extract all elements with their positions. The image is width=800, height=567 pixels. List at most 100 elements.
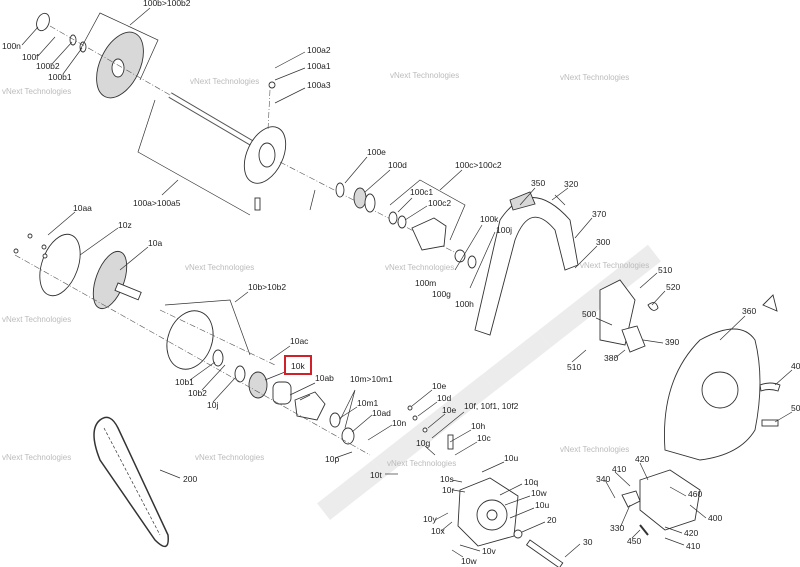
label-380[interactable]: 380 [604, 353, 618, 363]
svg-text:vNext Technologies: vNext Technologies [580, 261, 649, 270]
label-350[interactable]: 350 [531, 178, 545, 188]
label-10n[interactable]: 10n [392, 418, 406, 428]
label-100a[interactable]: 100a>100a5 [133, 198, 181, 208]
label-100n[interactable]: 100n [2, 41, 21, 51]
sheave-10b [166, 310, 214, 370]
label-50[interactable]: 50 [791, 403, 800, 413]
label-10w-2[interactable]: 10w [461, 556, 477, 566]
svg-text:vNext Technologies: vNext Technologies [387, 459, 456, 468]
label-100a3[interactable]: 100a3 [307, 80, 331, 90]
label-10s[interactable]: 10s [440, 474, 454, 484]
label-100b2[interactable]: 100b2 [36, 61, 60, 71]
label-400[interactable]: 400 [708, 513, 722, 523]
driven-pulley-assembly [36, 12, 461, 256]
label-100a1[interactable]: 100a1 [307, 61, 331, 71]
label-10e[interactable]: 10e [432, 381, 446, 391]
label-100h[interactable]: 100h [455, 299, 474, 309]
label-300[interactable]: 300 [596, 237, 610, 247]
bearing-100n [36, 12, 50, 32]
label-20[interactable]: 20 [547, 515, 557, 525]
svg-text:vNext Technologies: vNext Technologies [560, 73, 629, 82]
label-10e-2[interactable]: 10e [442, 405, 456, 415]
label-320[interactable]: 320 [564, 179, 578, 189]
guard-400 [621, 469, 701, 536]
label-370[interactable]: 370 [592, 209, 606, 219]
bolt-30 [525, 539, 564, 567]
svg-text:vNext Technologies: vNext Technologies [195, 453, 264, 462]
label-10f[interactable]: 10f, 10f1, 10f2 [464, 401, 519, 411]
label-100b[interactable]: 100b>100b2 [143, 0, 191, 8]
label-100f[interactable]: 100f [22, 52, 39, 62]
label-410-2[interactable]: 410 [686, 541, 700, 551]
label-10j[interactable]: 10j [207, 400, 218, 410]
label-100c1[interactable]: 100c1 [410, 187, 433, 197]
label-520[interactable]: 520 [666, 282, 680, 292]
label-390[interactable]: 390 [665, 337, 679, 347]
label-450[interactable]: 450 [627, 536, 641, 546]
spring-10k [248, 371, 268, 399]
label-100b1[interactable]: 100b1 [48, 72, 72, 82]
label-10u[interactable]: 10u [504, 453, 518, 463]
label-100g[interactable]: 100g [432, 289, 451, 299]
label-100k[interactable]: 100k [480, 214, 499, 224]
label-10x[interactable]: 10x [431, 526, 445, 536]
label-10k[interactable]: 10k [291, 361, 305, 371]
label-10d[interactable]: 10d [437, 393, 451, 403]
label-510-2[interactable]: 510 [567, 362, 581, 372]
label-10b[interactable]: 10b>10b2 [248, 282, 286, 292]
watermarks: vNext Technologies vNext Technologies vN… [2, 71, 649, 468]
label-100d[interactable]: 100d [388, 160, 407, 170]
label-10u-2[interactable]: 10u [535, 500, 549, 510]
label-10y[interactable]: 10y [423, 514, 437, 524]
label-10p[interactable]: 10p [325, 454, 339, 464]
label-340[interactable]: 340 [596, 474, 610, 484]
label-420[interactable]: 420 [635, 454, 649, 464]
label-10b2[interactable]: 10b2 [188, 388, 207, 398]
label-10m1[interactable]: 10m1 [357, 398, 379, 408]
label-10v[interactable]: 10v [482, 546, 496, 556]
label-10m[interactable]: 10m>10m1 [350, 374, 393, 384]
label-10g[interactable]: 10g [416, 438, 430, 448]
label-10q[interactable]: 10q [524, 477, 538, 487]
label-30[interactable]: 30 [583, 537, 593, 547]
label-200[interactable]: 200 [183, 474, 197, 484]
label-10ab[interactable]: 10ab [315, 373, 334, 383]
cam-100c [411, 217, 447, 251]
label-100j[interactable]: 100j [496, 225, 512, 235]
svg-text:vNext Technologies: vNext Technologies [385, 263, 454, 272]
highlight-box-10k [284, 355, 312, 375]
label-460[interactable]: 460 [688, 489, 702, 499]
brake-assembly [407, 405, 564, 567]
label-10r[interactable]: 10r [442, 485, 454, 495]
label-10z[interactable]: 10z [118, 220, 132, 230]
label-10c[interactable]: 10c [477, 433, 491, 443]
label-10t[interactable]: 10t [370, 470, 382, 480]
label-360[interactable]: 360 [742, 306, 756, 316]
label-100c[interactable]: 100c>100c2 [455, 160, 502, 170]
label-10b1[interactable]: 10b1 [175, 377, 194, 387]
label-500[interactable]: 500 [582, 309, 596, 319]
label-100c2[interactable]: 100c2 [428, 198, 451, 208]
label-10w[interactable]: 10w [531, 488, 547, 498]
label-510[interactable]: 510 [658, 265, 672, 275]
svg-text:vNext Technologies: vNext Technologies [560, 445, 629, 454]
label-10ac[interactable]: 10ac [290, 336, 309, 346]
svg-text:vNext Technologies: vNext Technologies [190, 77, 259, 86]
drive-pulley-assembly [13, 233, 371, 456]
label-330[interactable]: 330 [610, 523, 624, 533]
label-10a[interactable]: 10a [148, 238, 162, 248]
cover-360 [664, 294, 781, 461]
label-100a2[interactable]: 100a2 [307, 45, 331, 55]
label-410[interactable]: 410 [612, 464, 626, 474]
label-100m[interactable]: 100m [415, 278, 436, 288]
label-420-2[interactable]: 420 [684, 528, 698, 538]
svg-text:vNext Technologies: vNext Technologies [185, 263, 254, 272]
label-40[interactable]: 40 [791, 361, 800, 371]
svg-text:vNext Technologies: vNext Technologies [2, 315, 71, 324]
label-10aa[interactable]: 10aa [73, 203, 92, 213]
label-100e[interactable]: 100e [367, 147, 386, 157]
label-10h[interactable]: 10h [471, 421, 485, 431]
label-10ad[interactable]: 10ad [372, 408, 391, 418]
